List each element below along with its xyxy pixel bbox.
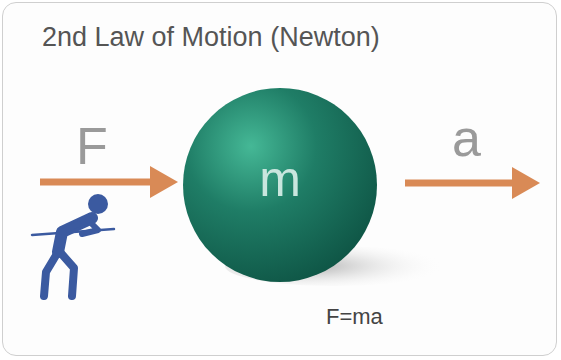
mass-sphere: m <box>182 87 378 283</box>
diagram-title: 2nd Law of Motion (Newton) <box>42 24 380 51</box>
sphere <box>183 88 377 282</box>
billiard-player-icon <box>32 194 114 296</box>
mass-label: m <box>259 154 301 204</box>
force-arrow <box>40 166 178 198</box>
acceleration-label: a <box>452 112 481 164</box>
acceleration-arrow <box>405 167 540 199</box>
formula-caption: F=ma <box>326 306 383 328</box>
force-label: F <box>76 120 108 172</box>
